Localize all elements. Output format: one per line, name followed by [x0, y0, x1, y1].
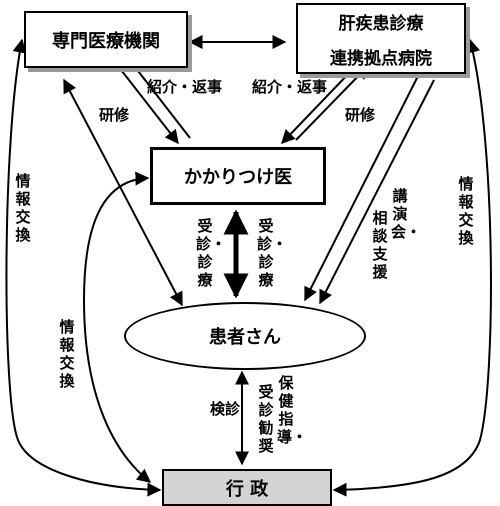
specialist-hospital-label: 専門医療機関: [52, 30, 160, 52]
lecture-label-col1: 講演会・: [391, 187, 422, 241]
info-exchange-inner-curve: [82, 171, 152, 483]
government-label: 行 政: [225, 478, 269, 500]
consult-visit-label-right: 受診・診療: [257, 217, 288, 289]
info-exchange-right-curve: [332, 38, 492, 497]
info-exchange-label-far-left: 情報交換: [15, 172, 31, 244]
referral-arrow-left-up: [127, 56, 191, 139]
exam-label: 検診: [210, 400, 241, 418]
liver-center-label-line1: 肝疾患診療: [338, 13, 424, 34]
lecture-label-col2: 相談支援: [372, 209, 388, 281]
patient-ellipse: 患者さん: [124, 302, 366, 370]
referral-label-left: 紹介・返事: [147, 78, 223, 96]
training-label-left: 研修: [99, 106, 130, 124]
gp-box: かかりつけ医: [150, 147, 326, 205]
guidance-label-col1: 保健指導・: [277, 374, 308, 446]
specialist-hospital-box: 専門医療機関: [24, 11, 188, 68]
consult-visit-label-left: 受診・診療: [196, 217, 227, 289]
info-exchange-left-curve: [5, 38, 162, 497]
info-exchange-label-inner-left: 情報交換: [59, 318, 75, 390]
patient-label: 患者さん: [209, 327, 281, 348]
referral-label-right: 紹介・返事: [252, 78, 328, 96]
liver-center-box: 肝疾患診療 連携拠点病院: [296, 3, 466, 74]
liver-center-label-line2: 連携拠点病院: [330, 48, 432, 69]
info-exchange-label-right: 情報交換: [458, 175, 474, 247]
guidance-label-col2: 受診勧奨: [258, 383, 274, 455]
gp-label: かかりつけ医: [183, 167, 293, 188]
training-label-right: 研修: [345, 106, 376, 124]
government-box: 行 政: [162, 469, 332, 506]
